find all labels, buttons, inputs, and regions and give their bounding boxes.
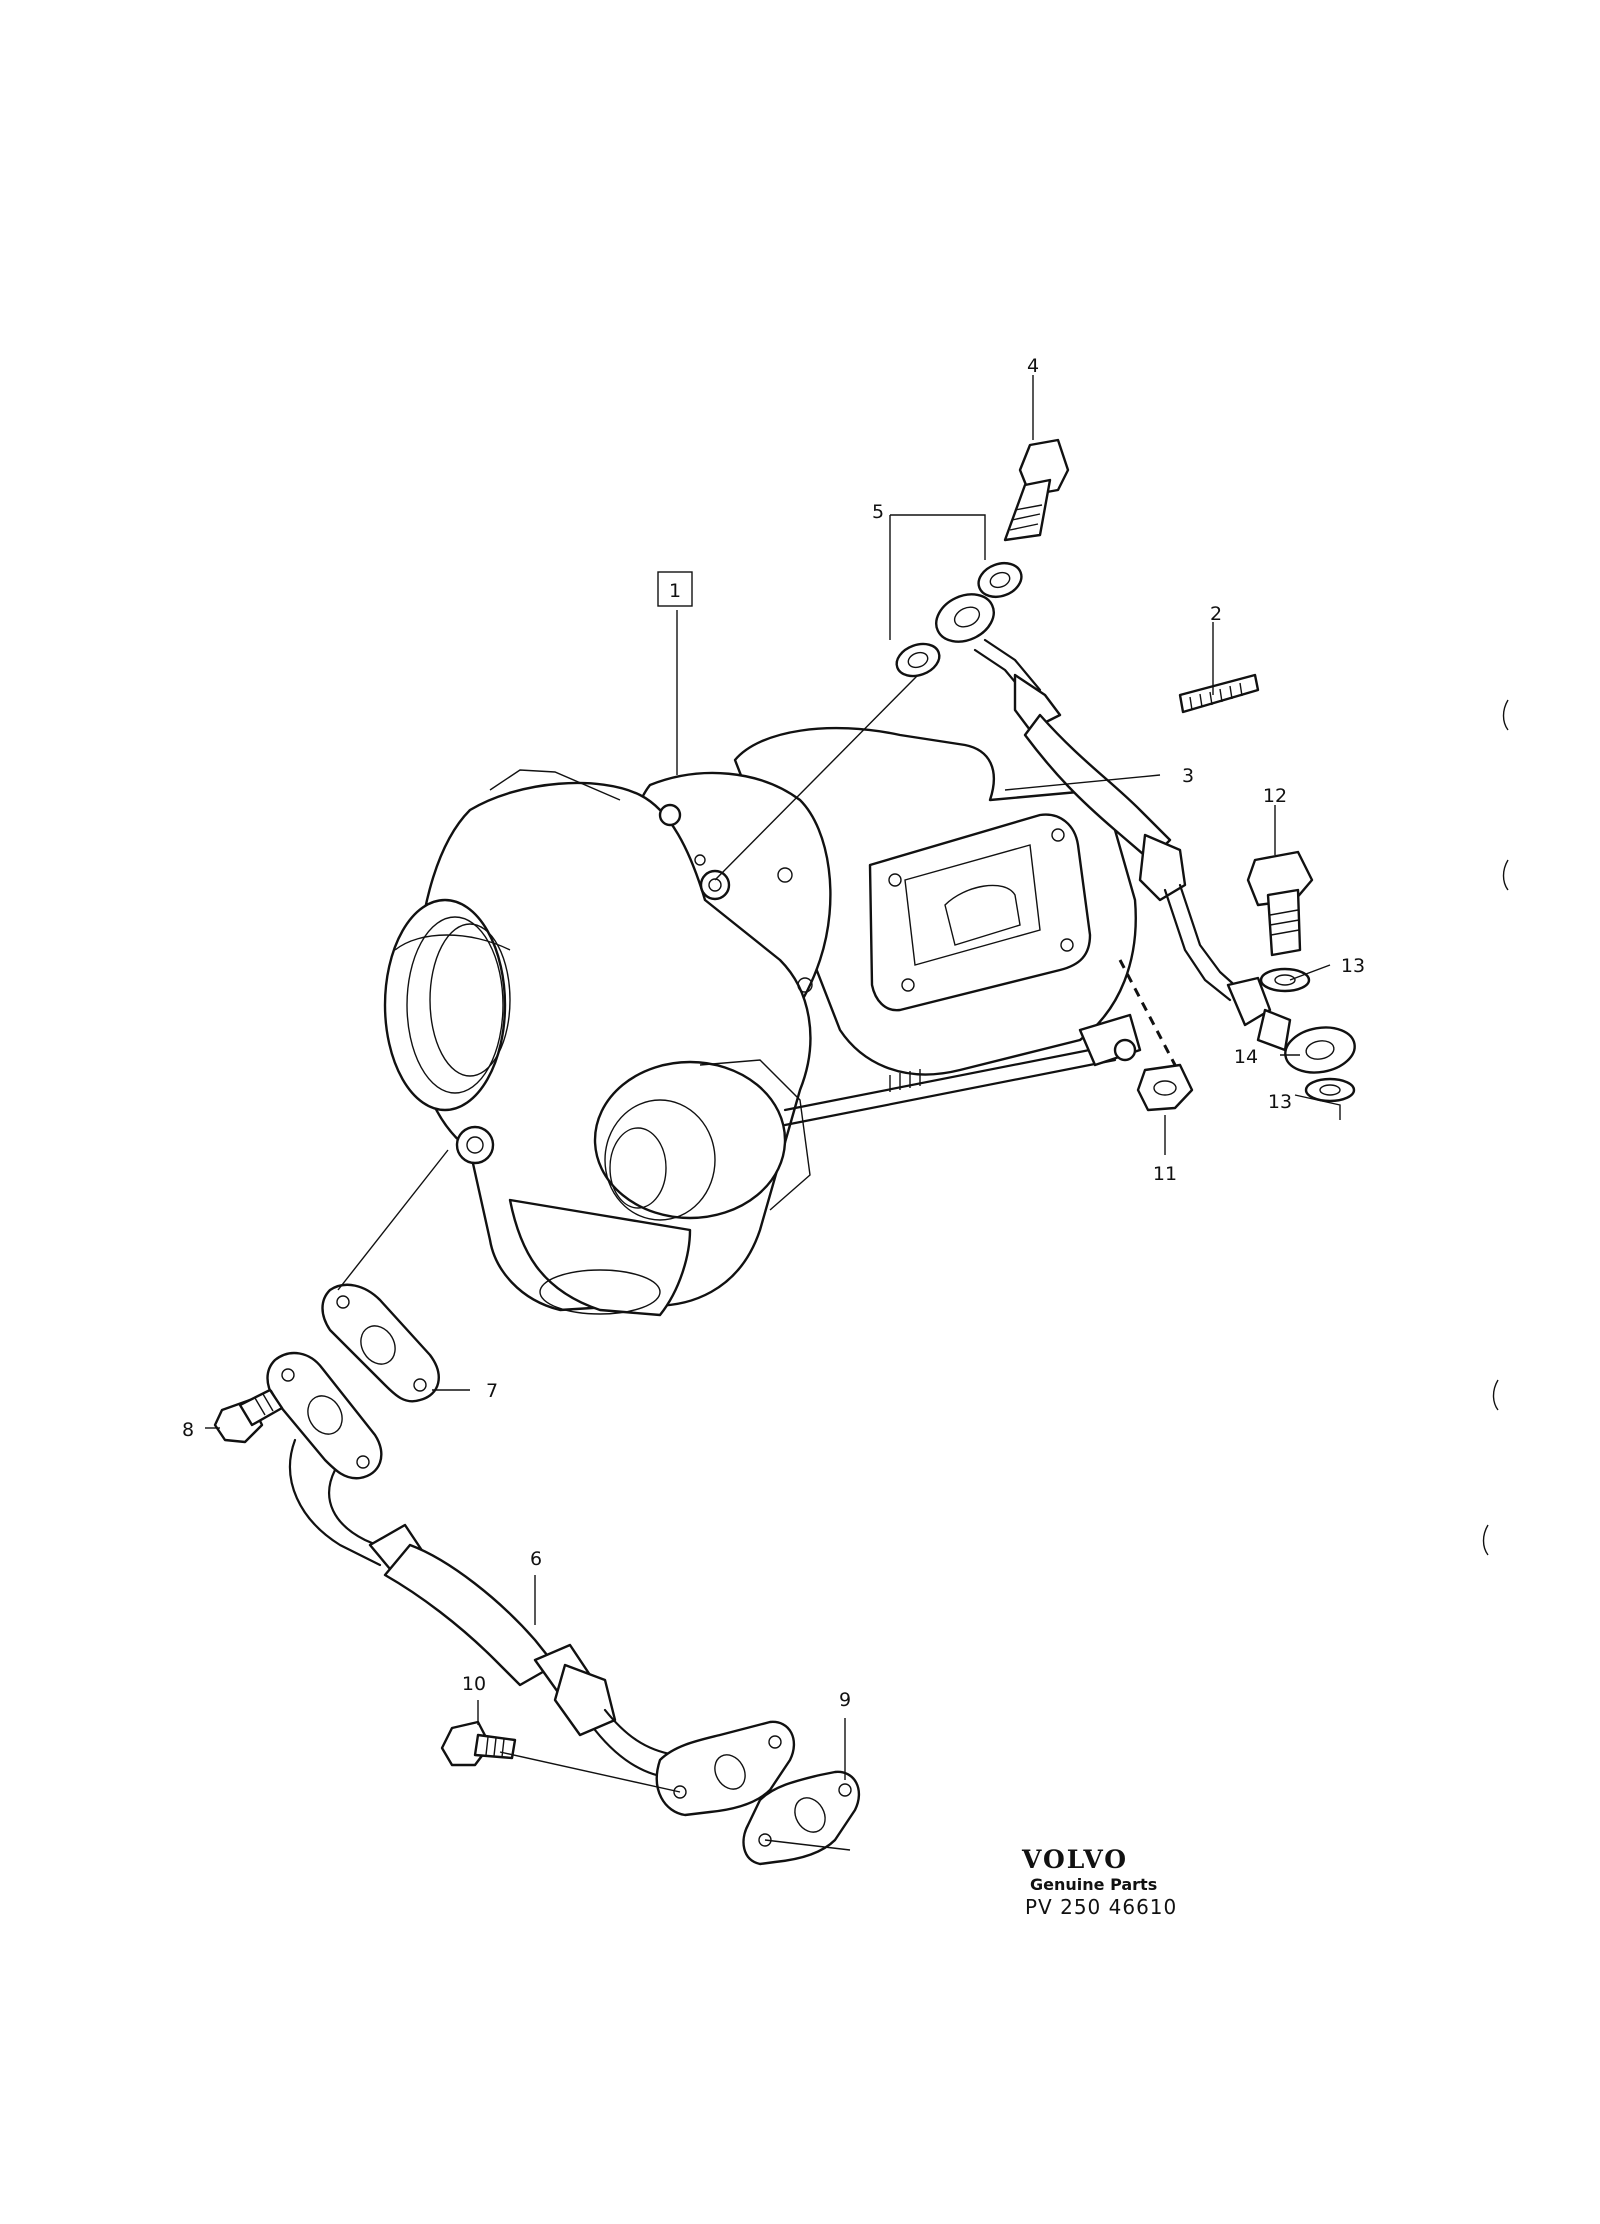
callout-2: 2 xyxy=(1210,603,1222,625)
callout-13-upper: 13 xyxy=(1341,955,1365,977)
callout-7: 7 xyxy=(486,1380,498,1402)
callout-14: 14 xyxy=(1234,1046,1258,1068)
oil-feed-assembly xyxy=(895,438,1356,1112)
callout-1: 1 xyxy=(669,580,681,602)
volvo-wordmark: VOLVO xyxy=(1021,1845,1128,1874)
oil-return-assembly xyxy=(213,1283,861,1866)
callout-3: 3 xyxy=(1182,765,1194,787)
leader-lines xyxy=(205,375,1341,1851)
callouts: 1 2 3 4 5 6 7 8 9 10 11 12 13 13 14 xyxy=(182,355,1365,1711)
callout-4: 4 xyxy=(1027,355,1039,377)
callout-12: 12 xyxy=(1263,785,1287,807)
callout-10: 10 xyxy=(462,1673,486,1695)
genuine-parts-label: Genuine Parts xyxy=(1030,1875,1157,1894)
callout-6: 6 xyxy=(530,1548,542,1570)
binder-marks xyxy=(1482,699,1509,1556)
callout-box-1 xyxy=(657,571,693,607)
brand-block: VOLVO Genuine Parts PV 250 46610 xyxy=(1021,1845,1177,1919)
callout-8: 8 xyxy=(182,1419,194,1441)
part-code-label: PV 250 46610 xyxy=(1025,1895,1177,1919)
turbocharger xyxy=(383,726,1142,1317)
callout-9: 9 xyxy=(839,1689,851,1711)
callout-13-lower: 13 xyxy=(1268,1091,1292,1113)
callout-5: 5 xyxy=(872,501,884,523)
callout-11: 11 xyxy=(1153,1163,1177,1185)
